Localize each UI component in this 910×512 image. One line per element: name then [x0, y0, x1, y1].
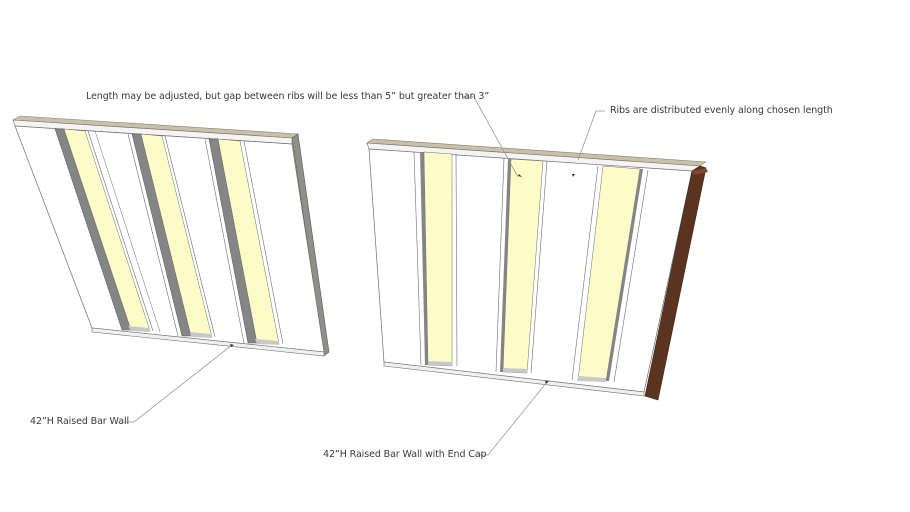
rib-2 — [495, 157, 548, 374]
bottom-plate — [91, 327, 325, 357]
leader-arrow — [230, 344, 234, 347]
bottom-plate — [383, 361, 645, 397]
rib-3 — [204, 138, 284, 345]
ribs-note-label: Ribs are distributed evenly along chosen… — [610, 105, 833, 116]
raised-bar-wall-with-end-cap-model — [366, 138, 708, 401]
end-cap — [644, 165, 707, 401]
wall-left-label: 42”H Raised Bar Wall — [30, 416, 130, 427]
rib-1 — [54, 128, 154, 332]
rib-1 — [413, 151, 458, 367]
end-cap-top — [692, 168, 708, 175]
leader-arrow — [518, 174, 522, 177]
rib-3 — [571, 165, 649, 383]
gap-note-label: Length may be adjusted, but gap between … — [86, 91, 490, 102]
raised-bar-wall-model — [11, 115, 330, 357]
leader-lines — [124, 96, 605, 456]
leader-arrow — [545, 381, 549, 384]
leader-arrow — [572, 174, 575, 177]
rib-2 — [127, 133, 216, 338]
wall-right-label: 42”H Raised Bar Wall with End Cap — [323, 449, 487, 460]
